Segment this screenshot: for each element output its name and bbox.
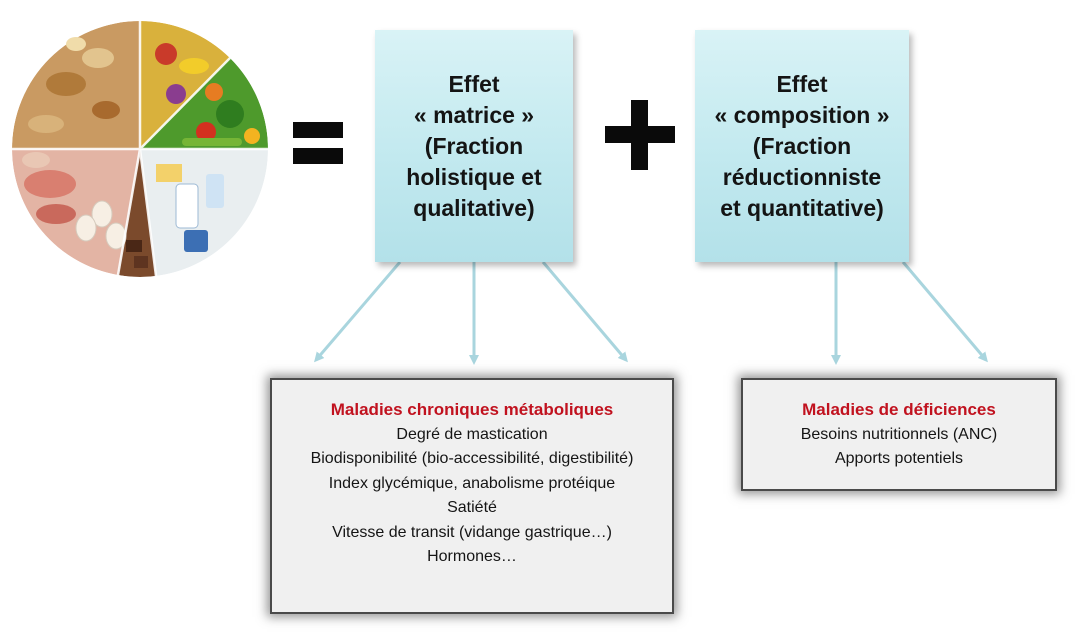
chronic-diseases-item: Degré de mastication [396, 425, 548, 443]
deficiency-diseases-box: Maladies de déficiences Besoins nutritio… [741, 378, 1057, 491]
composition-effect-line: et quantitative) [720, 194, 884, 221]
arrow-composition-right [901, 261, 988, 363]
equals-icon [293, 112, 343, 172]
chronic-diseases-item: Biodisponibilité (bio-accessibilité, dig… [310, 450, 634, 467]
composition-effect-line: « composition » [714, 101, 890, 128]
matrix-effect-line: « matrice » [413, 101, 535, 128]
matrix-effect-line: (Fraction [424, 132, 524, 159]
chronic-diseases-item: Satiété [447, 499, 497, 516]
matrix-effect-line: qualitative) [413, 194, 535, 221]
chronic-diseases-title: Maladies chroniques métaboliques [330, 400, 614, 419]
chronic-diseases-item: Index glycémique, anabolisme protéique [328, 474, 616, 492]
matrix-effect-line: Effet [448, 70, 500, 97]
deficiency-diseases-item: Besoins nutritionnels (ANC) [800, 425, 998, 443]
chronic-diseases-item: Vitesse de transit (vidange gastrique…) [332, 523, 612, 541]
composition-effect-line: (Fraction [752, 132, 852, 159]
composition-effect-line: réductionniste [722, 163, 882, 190]
plus-icon [605, 100, 675, 170]
chronic-diseases-item: Hormones… [427, 548, 517, 565]
deficiency-diseases-title: Maladies de déficiences [802, 400, 996, 419]
composition-effect-line: Effet [776, 70, 828, 97]
food-plate-icon [12, 21, 268, 277]
arrow-matrice-right [541, 261, 628, 363]
chronic-diseases-box: Maladies chroniques métaboliques Degré d… [270, 378, 674, 614]
deficiency-diseases-item: Apports potentiels [834, 450, 964, 467]
arrow-matrice-left [314, 261, 402, 363]
matrix-effect-box: Effet « matrice » (Fraction holistique e… [375, 30, 573, 262]
matrix-effect-line: holistique et [406, 163, 542, 190]
composition-effect-box: Effet « composition » (Fraction réductio… [695, 30, 909, 262]
